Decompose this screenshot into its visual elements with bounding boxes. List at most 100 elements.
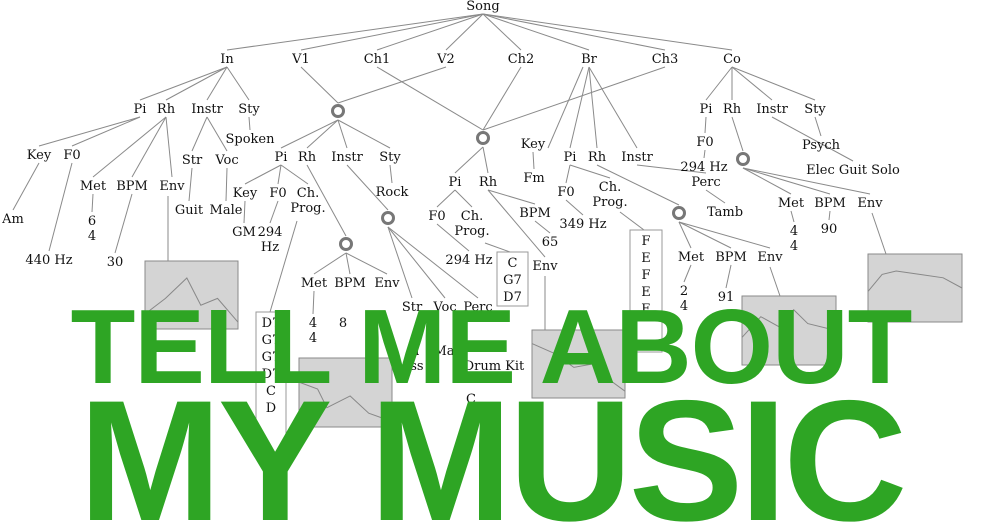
node-v_perc: Perc [463,300,492,315]
node-v_vocv: Ma [433,344,454,359]
node-b_percv: Tamb [707,205,743,220]
node-in_sty: Sty [238,102,260,117]
edge [678,221,732,249]
node-v_instr: Instr [331,150,363,165]
chorus-envelope-graph [531,329,626,399]
node-co_bpmv: 90 [821,222,838,237]
node-v_bpm: BPM [334,276,366,291]
edge [482,13,733,51]
node-v_env: Env [374,276,400,291]
edge [48,162,73,252]
node-co_styv: Psych [802,138,841,153]
junction-node-vihub [381,211,395,225]
node-v_percv: Drum Kit [464,359,525,374]
edge [248,116,251,131]
edge [871,212,887,255]
edge [742,167,831,195]
edge [482,66,666,131]
section-4: Ch2 [508,52,535,67]
edge [337,119,348,149]
node-v_rh: Rh [298,150,317,165]
edge [436,189,456,208]
node-v_keyv: GM [232,225,256,240]
node-v_met: Met [301,276,328,291]
edge [454,189,473,208]
section-6: Ch3 [652,52,679,67]
edge [814,116,822,137]
intro-envelope-graph [144,260,239,330]
node-v_styv: Rock [376,185,409,200]
edge [742,167,792,195]
node-v_bpmv: 8 [339,316,347,331]
edge [306,119,339,149]
chorus-envelope-graph-curve [531,343,626,392]
node-v_sty: Sty [379,150,401,165]
edge [226,66,250,101]
edge [280,119,339,149]
edge [596,164,680,206]
edge [703,149,706,159]
node-in_bpmv: 30 [107,255,124,270]
edge [12,162,40,211]
edge [705,66,733,101]
edge [704,116,707,134]
edge [312,290,315,315]
node-b_met: Met [678,250,705,265]
edge [345,252,388,275]
edge [389,164,393,184]
node-b_pi: Pi [564,150,577,165]
edge [547,66,584,149]
edge [482,146,489,174]
edge [619,211,645,231]
coda-envelope-graph [867,253,963,323]
edge [445,13,484,51]
node-v_f0: F0 [269,186,286,201]
node-co_env: Env [857,196,883,211]
edge [71,116,141,147]
edge [678,221,692,249]
edge [484,242,511,253]
node-in_styv: Spoken [226,132,276,147]
edge [114,193,133,254]
node-c_bpmv: 65 [542,235,559,250]
edge [376,66,484,131]
node-in_pi: Pi [134,102,147,117]
edge [131,116,167,178]
bridge-envelope-graph [741,295,837,366]
edge [244,164,282,185]
bridge-envelope-graph-curve [741,309,837,338]
node-b_f0: F0 [557,185,574,200]
node-in_rh: Rh [157,102,176,117]
node-b_rh: Rh [588,150,607,165]
node-in_str: Str [182,153,203,168]
node-c_cp: Ch.Prog. [454,209,489,239]
junction-node-vrhub [339,237,353,251]
edge [346,164,389,211]
tree-edges [12,13,887,330]
junction-node-vhub [331,104,345,118]
edge [454,146,484,174]
edge [769,266,781,297]
edge [306,164,347,237]
edge [569,66,590,149]
node-b_instr: Instr [621,150,653,165]
node-in_instr: Instr [191,102,223,117]
node-in_f0: F0 [63,148,80,163]
node-in_strv: Guit [175,203,204,218]
edge [280,164,309,185]
edge [269,220,298,313]
edge [165,116,173,178]
edge [191,116,208,152]
chorus-chord-box [496,251,529,307]
edge [387,226,413,299]
node-co_f0: F0 [696,135,713,150]
edge [725,264,732,289]
node-b_env: Env [757,250,783,265]
edge [678,221,771,249]
edge [482,13,666,51]
node-co_bpm: BPM [814,196,846,211]
